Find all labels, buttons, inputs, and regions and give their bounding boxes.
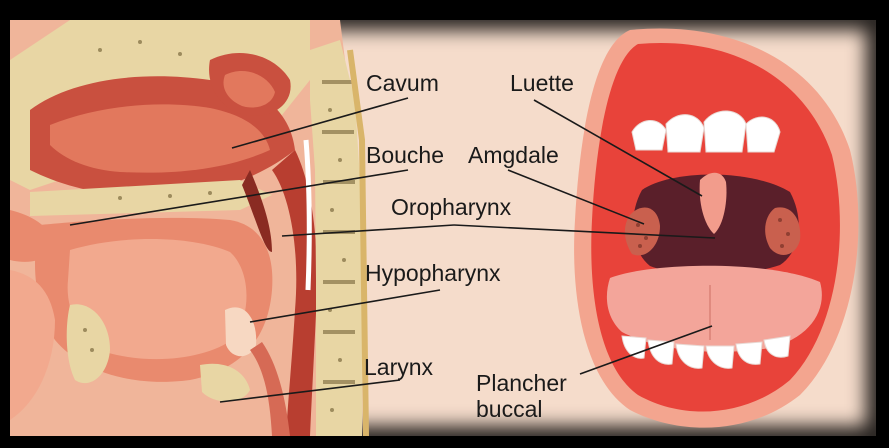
label-bouche: Bouche: [366, 144, 444, 167]
diagram-panel: Cavum Bouche Oropharynx Hypopharynx Lary…: [10, 20, 876, 436]
label-plancher-line1: Plancher: [476, 370, 567, 396]
label-plancher-buccal: Plancher buccal: [476, 370, 567, 423]
label-luette: Luette: [510, 72, 574, 95]
open-mouth-view: [574, 29, 858, 428]
anatomy-illustration: [10, 20, 876, 436]
head-cross-section: [10, 20, 366, 436]
label-hypopharynx: Hypopharynx: [365, 262, 501, 285]
label-plancher-line2: buccal: [476, 396, 542, 422]
label-cavum: Cavum: [366, 72, 439, 95]
label-larynx: Larynx: [364, 356, 433, 379]
label-oropharynx: Oropharynx: [391, 196, 511, 219]
label-amygdale: Amgdale: [468, 144, 559, 167]
